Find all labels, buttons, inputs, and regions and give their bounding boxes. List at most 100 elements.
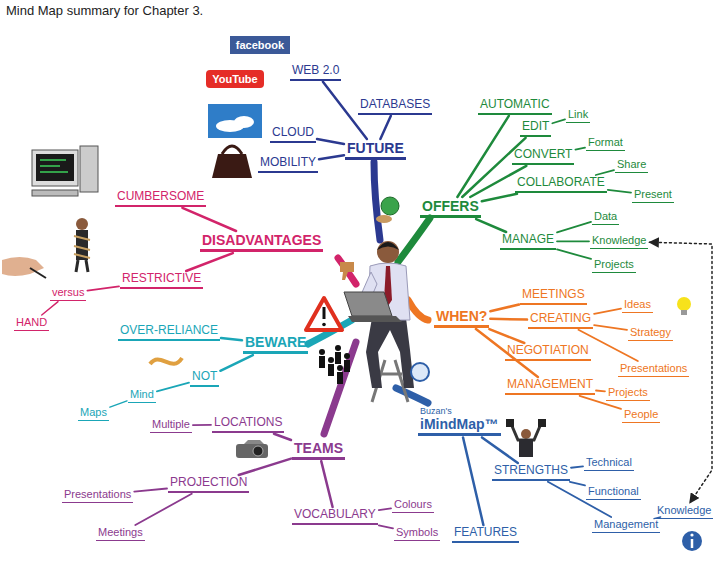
leaf-word: Presentations	[618, 362, 689, 377]
branch-line	[490, 305, 519, 312]
main-branch-word: DISADVANTAGES	[200, 232, 323, 252]
branch-text: iMindMap™	[420, 416, 499, 432]
main-branch	[396, 388, 428, 403]
leaf-word: Share	[615, 158, 648, 173]
figure-hair	[377, 242, 399, 250]
sub-branch-word: CREATING	[528, 312, 593, 329]
branch-text: Format	[588, 136, 623, 149]
leaf-word: Technical	[584, 456, 634, 471]
sub-branch-word: LOCATIONS	[212, 416, 284, 433]
branch-line	[557, 249, 591, 258]
laptop-screen	[344, 292, 392, 316]
handbag-icon	[212, 154, 252, 178]
sub-branch-word: MEETINGS	[520, 288, 587, 305]
sub-branch-word: WEB 2.0	[290, 64, 341, 81]
main-branch	[398, 218, 430, 262]
branch-line	[596, 170, 614, 175]
branch-text: Management	[594, 518, 658, 531]
person-body	[335, 352, 341, 364]
sub-branch-word: AUTOMATIC	[478, 98, 552, 115]
projector-icon	[236, 444, 268, 458]
imindmap-icon	[411, 363, 429, 381]
sub-branch-word: VOCABULARY	[292, 508, 378, 525]
handbag-handle	[222, 146, 242, 154]
branch-line	[182, 208, 236, 231]
facebook-logo	[230, 36, 290, 54]
branch-text: Link	[568, 108, 588, 121]
branch-text: Mind	[130, 388, 154, 401]
branch-text: Projects	[594, 258, 634, 271]
branch-text: MOBILITY	[260, 156, 316, 170]
sub-branch-word: NOT	[190, 370, 219, 387]
lightbulb-icon	[677, 297, 691, 311]
branch-text: versus	[52, 286, 84, 299]
laptop-base	[348, 316, 402, 322]
branch-text: Projects	[608, 386, 648, 399]
lightbulb-base	[681, 310, 687, 315]
branch-text: FUTURE	[347, 140, 404, 156]
leaf-word: Strategy	[628, 326, 673, 341]
pen	[30, 268, 46, 278]
branch-line	[476, 219, 506, 232]
person-body	[337, 372, 343, 384]
title: Mind Map summary for Chapter 3.	[6, 3, 203, 18]
branch-text: Ideas	[624, 298, 651, 311]
cloud-shape	[234, 116, 254, 128]
branch-text: CONVERT	[514, 148, 572, 162]
branch-text: VOCABULARY	[294, 508, 376, 522]
branch-line	[317, 139, 344, 144]
branch-line	[134, 488, 167, 491]
branch-line	[463, 437, 483, 525]
branch-line	[379, 525, 393, 528]
main-branch-word: Buzan'siMindMap™	[418, 406, 501, 436]
leaf-word: Functional	[586, 485, 641, 500]
branch-text: Colours	[394, 498, 432, 511]
branch-text: Presentations	[620, 362, 687, 375]
branch-line	[596, 390, 605, 393]
person-body	[344, 360, 350, 372]
branch-line	[482, 194, 517, 202]
sub-branch-word: MOBILITY	[258, 156, 318, 173]
branch-text: Present	[634, 188, 672, 201]
branch-text: DATABASES	[360, 98, 430, 112]
computer-screen	[36, 154, 74, 181]
main-branch	[374, 162, 380, 240]
branch-line	[482, 437, 518, 463]
leaf-word: Projects	[592, 258, 636, 273]
branch-text: Share	[617, 158, 646, 171]
branch-line	[557, 222, 591, 233]
branch-line	[319, 155, 344, 159]
branch-text: STRENGTHS	[494, 464, 568, 478]
branch-line	[379, 508, 391, 510]
branch-text: FEATURES	[454, 526, 517, 540]
leaf-word: Meetings	[96, 526, 145, 541]
branch-text: Data	[594, 210, 617, 223]
weightlifter-body	[519, 439, 533, 457]
branch-line	[571, 466, 583, 467]
leaf-word: Projects	[606, 386, 650, 401]
leaf-word: HAND	[14, 316, 49, 331]
info-icon	[682, 531, 702, 551]
leaf-word: Format	[586, 136, 625, 151]
youtube-logo	[206, 70, 264, 88]
sub-branch-word: CUMBERSOME	[115, 190, 206, 207]
leaf-word: Multiple	[150, 418, 192, 433]
branch-line	[490, 317, 527, 320]
leaf-word: Symbols	[394, 526, 440, 541]
branch-text: Strategy	[630, 326, 671, 339]
branch-line	[380, 116, 390, 139]
branch-text: Presentations	[64, 488, 131, 501]
branch-line	[594, 325, 627, 330]
computer-monitor	[32, 150, 78, 186]
branch-text: BEWARE	[245, 334, 306, 350]
branch-text: LOCATIONS	[214, 416, 282, 430]
branch-line	[462, 138, 525, 197]
main-branch	[324, 342, 356, 434]
dumbbell	[538, 419, 546, 427]
figure-head	[377, 241, 399, 263]
main-branch	[338, 258, 356, 284]
branch-text: Knowledge	[657, 504, 711, 517]
branch-line	[110, 401, 127, 407]
branch-line	[42, 302, 58, 315]
person-head	[335, 345, 341, 351]
